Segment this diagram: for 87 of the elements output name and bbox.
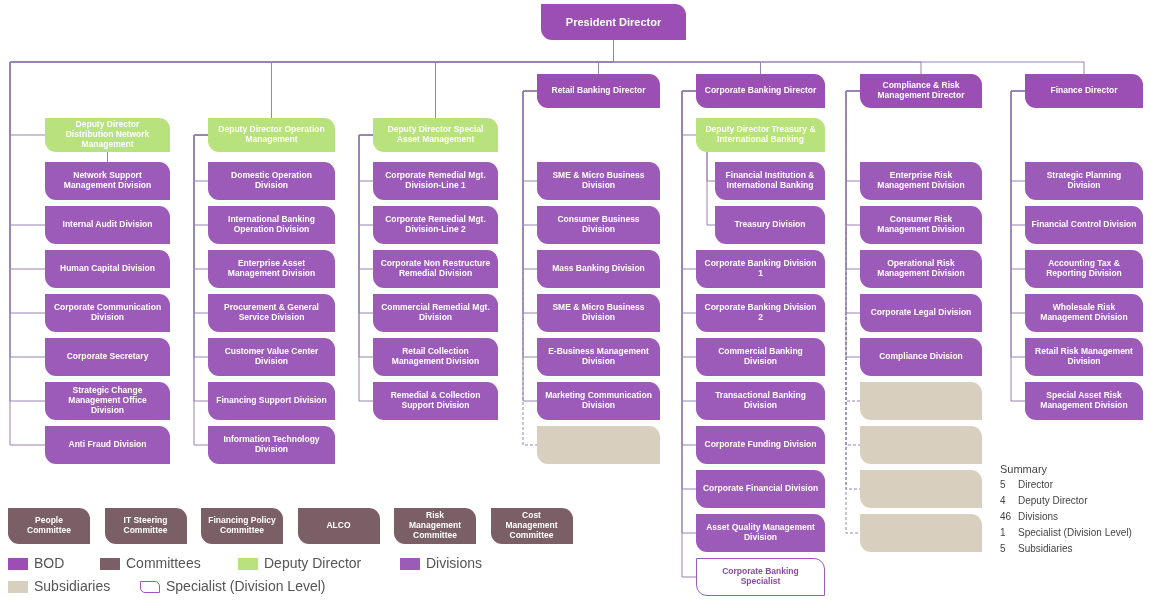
division-box: Information Technology Division <box>208 426 335 464</box>
committee-box: IT Steering Committee <box>104 508 187 544</box>
division-box: Corporate Banking Division 2 <box>696 294 825 332</box>
subsidiary-box <box>860 426 982 464</box>
division-box: Transactional Banking Division <box>696 382 825 420</box>
division-box: Corporate Funding Division <box>696 426 825 464</box>
division-box: Marketing Communication Division <box>537 382 660 420</box>
division-box: Financial Institution & International Banking <box>715 162 825 200</box>
division-box: Corporate Communication Division <box>45 294 170 332</box>
legend-label: Deputy Director <box>264 555 362 571</box>
division-box: Strategic Planning Division <box>1025 162 1143 200</box>
summary-count: 5 <box>1000 543 1006 554</box>
legend-label: Committees <box>126 555 201 571</box>
summary-item: Director <box>1018 479 1053 490</box>
division-box: Retail Risk Management Division <box>1025 338 1143 376</box>
committee-box: Risk Management Committee <box>394 508 476 544</box>
division-box: Commercial Remedial Mgt. Division <box>373 294 498 332</box>
division-box: Commercial Banking Division <box>696 338 825 376</box>
division-box: Operational Risk Management Division <box>860 250 982 288</box>
committee-box: ALCO <box>297 508 380 544</box>
division-box: Domestic Operation Division <box>208 162 335 200</box>
division-box: Wholesale Risk Management Division <box>1025 294 1143 332</box>
connector-line <box>107 151 108 163</box>
director-box: Compliance & Risk Management Director <box>860 74 982 108</box>
summary-count: 4 <box>1000 495 1006 506</box>
connector-line <box>358 134 374 402</box>
division-box: Human Capital Division <box>45 250 170 288</box>
committee-box: Financing Policy Committee <box>201 508 283 544</box>
division-box: SME & Micro Business Division <box>537 162 660 200</box>
division-box: Corporate Remedial Mgt. Division-Line 2 <box>373 206 498 244</box>
division-box: Customer Value Center Division <box>208 338 335 376</box>
summary-item: Specialist (Division Level) <box>1018 527 1132 538</box>
director-box: President Director <box>541 4 686 40</box>
summary-count: 1 <box>1000 527 1006 538</box>
legend-label: Divisions <box>426 555 482 571</box>
division-box: Enterprise Risk Management Division <box>860 162 982 200</box>
division-box: Enterprise Asset Management Division <box>208 250 335 288</box>
specialist-box: Corporate Banking Specialist <box>696 558 825 596</box>
division-box: Mass Banking Division <box>537 250 660 288</box>
division-box: Asset Quality Management Division <box>696 514 825 552</box>
division-box: Treasury Division <box>715 206 825 244</box>
division-box: Corporate Non Restructure Remedial Division <box>373 250 498 288</box>
division-box: Compliance Division <box>860 338 982 376</box>
division-box: Financing Support Division <box>208 382 335 420</box>
legend-label: Specialist (Division Level) <box>166 578 326 594</box>
division-box: Strategic Change Management Office Division <box>45 382 170 420</box>
division-box: Retail Collection Management Division <box>373 338 498 376</box>
summary-item: Subsidiaries <box>1018 543 1073 554</box>
subsidiary-box <box>537 426 660 464</box>
division-box: Special Asset Risk Management Division <box>1025 382 1143 420</box>
division-box: E-Business Management Division <box>537 338 660 376</box>
summary-item: Divisions <box>1018 511 1058 522</box>
division-box: Corporate Financial Division <box>696 470 825 508</box>
subsidiary-box <box>860 470 982 508</box>
division-box: SME & Micro Business Division <box>537 294 660 332</box>
division-box: Accounting Tax & Reporting Division <box>1025 250 1143 288</box>
division-box: Consumer Business Division <box>537 206 660 244</box>
connector-line <box>706 151 716 226</box>
division-box: Corporate Banking Division 1 <box>696 250 825 288</box>
committee-box: Cost Management Committee <box>490 508 573 544</box>
legend-label: Subsidiaries <box>34 578 111 594</box>
deputy-director-box: Deputy Director Operation Management <box>208 118 335 152</box>
deputy-director-box: Deputy Director Treasury & International Banking <box>696 118 825 152</box>
division-box: Remedial & Collection Support Division <box>373 382 498 420</box>
director-box: Finance Director <box>1025 74 1143 108</box>
summary-item: Deputy Director <box>1018 495 1088 506</box>
director-box: Retail Banking Director <box>537 74 660 108</box>
division-box: International Banking Operation Division <box>208 206 335 244</box>
division-box: Procurement & General Service Division <box>208 294 335 332</box>
division-box: Internal Audit Division <box>45 206 170 244</box>
division-box: Consumer Risk Management Division <box>860 206 982 244</box>
division-box: Corporate Remedial Mgt. Division-Line 1 <box>373 162 498 200</box>
summary-count: 5 <box>1000 479 1006 490</box>
committee-box: People Committee <box>8 508 90 544</box>
division-box: Network Support Management Division <box>45 162 170 200</box>
division-box: Anti Fraud Division <box>45 426 170 464</box>
division-box: Corporate Legal Division <box>860 294 982 332</box>
summary-heading: Summary <box>1000 463 1048 475</box>
summary-count: 46 <box>1000 511 1012 522</box>
legend-label: BOD <box>34 555 65 571</box>
director-box: Corporate Banking Director <box>696 74 825 108</box>
subsidiary-box <box>860 514 982 552</box>
division-box: Financial Control Division <box>1025 206 1143 244</box>
subsidiary-box <box>860 382 982 420</box>
deputy-director-box: Deputy Director Special Asset Management <box>373 118 498 152</box>
deputy-director-box: Deputy Director Distribution Network Management <box>45 118 170 152</box>
division-box: Corporate Secretary <box>45 338 170 376</box>
